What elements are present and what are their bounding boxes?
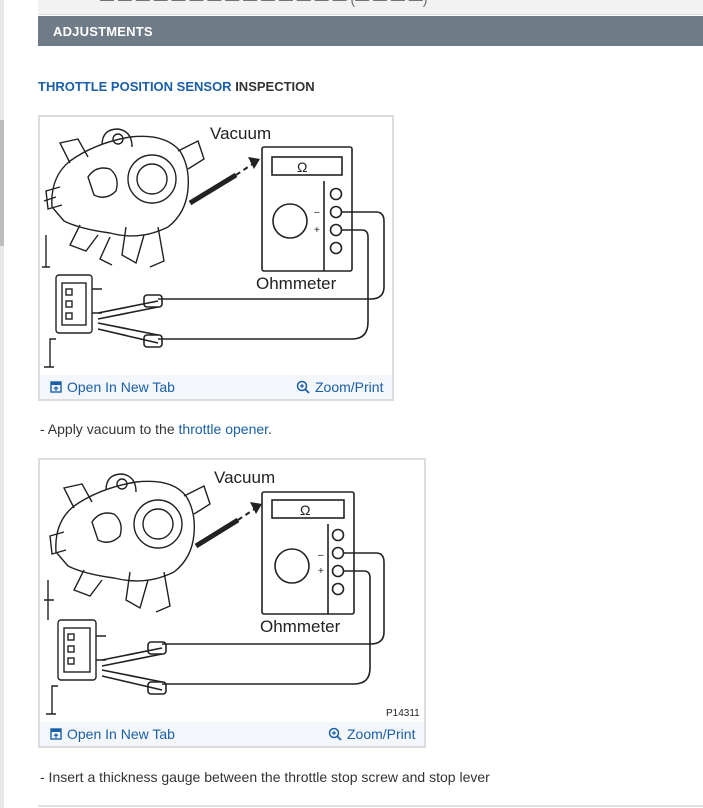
open-in-new-tab-icon: [50, 728, 62, 740]
figure-code: P14311: [386, 708, 420, 719]
step2-text: - Insert a thickness gauge between the t…: [40, 769, 490, 785]
scrollbar-thumb[interactable]: [0, 120, 4, 246]
bottom-divider: [38, 805, 703, 807]
figure-1: Vacuum Ω – + Ohmmeter: [38, 115, 394, 401]
ohmmeter-label: Ohmmeter: [260, 617, 341, 636]
open-in-new-tab-label: Open In New Tab: [67, 379, 175, 395]
throttle-position-sensor-link[interactable]: THROTTLE POSITION SENSOR: [38, 79, 232, 94]
section-title: ADJUSTMENTS: [53, 24, 153, 39]
throttle-opener-link[interactable]: throttle opener: [178, 421, 269, 437]
zoom-print-link[interactable]: Zoom/Print: [296, 379, 383, 395]
vacuum-label: Vacuum: [214, 468, 275, 487]
magnifier-plus-icon: [328, 727, 342, 741]
step1-suffix: .: [268, 421, 272, 437]
ohmmeter-diagram-1: Vacuum Ω – + Ohmmeter: [42, 124, 385, 368]
step-apply-vacuum: - Apply vacuum to the throttle opener.: [40, 421, 272, 437]
section-header: ADJUSTMENTS: [38, 16, 703, 46]
open-in-new-tab-link[interactable]: Open In New Tab: [50, 726, 175, 742]
vacuum-label: Vacuum: [210, 124, 271, 143]
zoom-print-label: Zoom/Print: [315, 379, 384, 395]
subheading-rest: INSPECTION: [231, 79, 315, 94]
ohmmeter-diagram-2: Vacuum Ω – + Ohmmeter P14311: [44, 468, 420, 719]
minus-sign: –: [318, 550, 324, 561]
minus-sign: –: [314, 207, 320, 218]
figure-2: Vacuum Ω – + Ohmmeter P14311: [38, 458, 426, 748]
zoom-print-link[interactable]: Zoom/Print: [328, 726, 415, 742]
magnifier-plus-icon: [296, 380, 310, 394]
open-in-new-tab-label: Open In New Tab: [67, 726, 175, 742]
step-insert-thickness-gauge: - Insert a thickness gauge between the t…: [40, 769, 490, 785]
window-edge-rail: [0, 0, 4, 808]
ohmmeter-label: Ohmmeter: [256, 274, 337, 293]
zoom-print-label: Zoom/Print: [347, 726, 416, 742]
step1-prefix: - Apply vacuum to the: [40, 421, 179, 437]
previous-section-remnant: — — — — — — — — — — — — — — (— — — —): [38, 0, 703, 15]
plus-sign: +: [318, 566, 324, 577]
open-in-new-tab-link[interactable]: Open In New Tab: [50, 379, 175, 395]
open-in-new-tab-icon: [50, 381, 62, 393]
plus-sign: +: [314, 225, 320, 236]
figure-1-toolbar: Open In New Tab Zoom/Print: [40, 375, 392, 399]
cut-off-text: — — — — — — — — — — — — — — (— — — —): [100, 0, 427, 7]
subheading: THROTTLE POSITION SENSOR INSPECTION: [38, 79, 315, 94]
figure-2-toolbar: Open In New Tab Zoom/Print: [40, 722, 424, 746]
ohm-symbol: Ω: [300, 502, 310, 518]
ohm-symbol: Ω: [297, 159, 307, 175]
